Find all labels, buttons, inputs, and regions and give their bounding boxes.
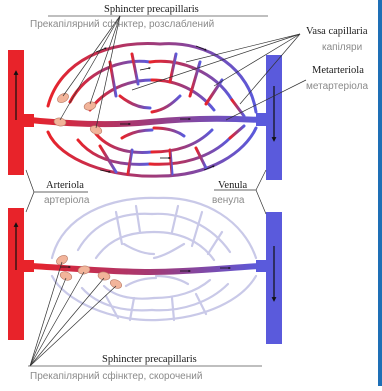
top-panel [8, 16, 306, 180]
capillary-label-en: Vasa capillaria [306, 27, 368, 38]
bottom-title-uk: Прекапілярний сфінктер, скорочений [30, 372, 202, 382]
right-edge-bar [378, 0, 382, 386]
metarteriole-label-uk: метартеріола [306, 82, 368, 92]
metarteriole-label-en: Metarteriola [312, 66, 364, 77]
venule-label-uk: венула [212, 196, 244, 206]
bottom-arteriole [8, 208, 34, 340]
bottom-venule [256, 212, 282, 344]
capillary-label-uk: капіляри [322, 43, 362, 53]
bottom-sphincter-5 [109, 278, 123, 290]
bottom-panel [8, 198, 282, 366]
top-sphincters [53, 92, 103, 136]
arteriole-label-en: Arteriola [46, 181, 84, 192]
top-capillary-bed [48, 44, 256, 177]
top-sphincter-1 [56, 92, 70, 105]
top-arteriole [8, 50, 34, 175]
top-title-en: Sphincter precapillaris [104, 5, 199, 16]
top-title-uk: Прекапілярний сфінктер, розслаблений [30, 20, 214, 30]
bottom-capillary-bed [52, 198, 256, 320]
arteriole-label-uk: артеріола [44, 196, 89, 206]
bottom-sphincter-1 [55, 254, 69, 267]
venule-label-en: Venula [218, 181, 247, 192]
bottom-title-en: Sphincter precapillaris [102, 355, 197, 366]
bottom-sphincter-2 [59, 270, 73, 282]
